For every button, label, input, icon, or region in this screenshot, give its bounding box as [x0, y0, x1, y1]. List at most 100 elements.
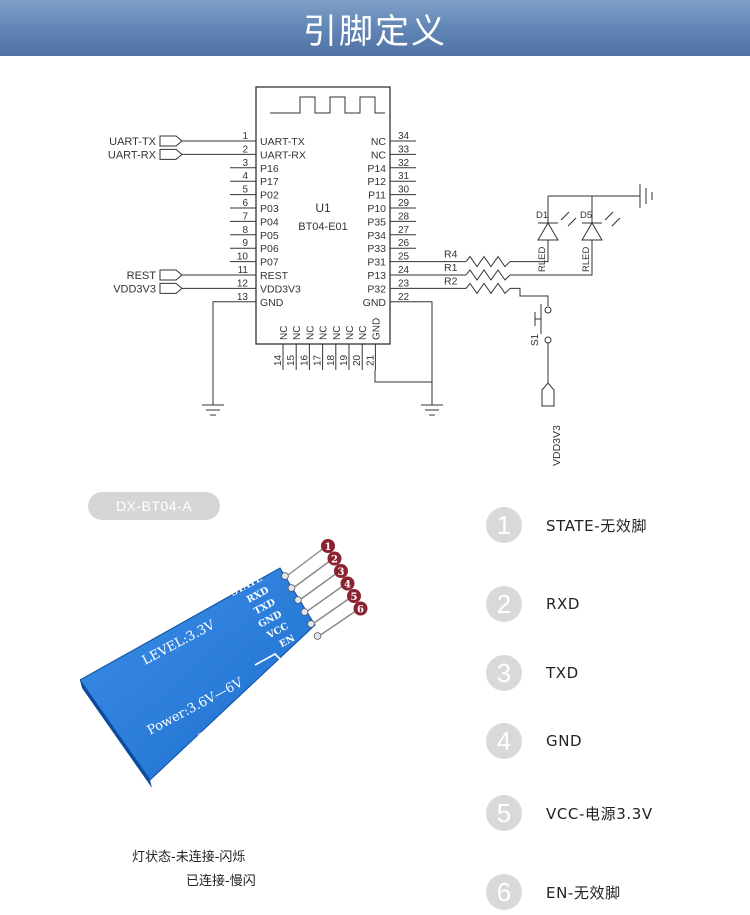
header-pin: [307, 620, 315, 628]
bottom-pin-name: NC: [292, 326, 303, 340]
net-label: VDD3V3: [113, 283, 156, 295]
right-pin-number: 29: [398, 198, 410, 209]
pin-marker-number: 2: [331, 555, 338, 566]
pin-number-badge: 4: [486, 723, 522, 759]
gnd-wire-right: [416, 301, 433, 405]
right-pin-number: 27: [398, 225, 410, 236]
net-port: [159, 282, 183, 294]
net-label: UART-TX: [109, 136, 157, 148]
wire-r4: [510, 258, 549, 263]
right-pin-name: P34: [367, 230, 386, 242]
chip-ref: U1: [315, 201, 331, 215]
led-symbol: [581, 196, 603, 258]
right-pin-name: P11: [368, 190, 386, 202]
net-port: [159, 269, 183, 281]
led-status-line2: 已连接-慢闪: [186, 874, 256, 889]
left-pin-number: 2: [242, 144, 248, 155]
right-pin-name: P32: [367, 283, 386, 295]
left-pin-number: 13: [237, 292, 249, 303]
left-pin-number: 7: [242, 211, 248, 222]
pin-lead: [300, 572, 338, 600]
left-pin-name: P17: [260, 176, 279, 188]
left-pin-name: REST: [260, 270, 289, 282]
left-pin-number: 3: [242, 158, 248, 169]
right-pin-name: P13: [367, 270, 386, 282]
right-pin-number: 28: [398, 211, 410, 222]
pin-marker: [347, 589, 361, 603]
pcb-board: [80, 567, 316, 781]
pin-lead: [294, 559, 331, 588]
left-pin-name: VDD3V3: [260, 283, 301, 295]
pin-lead: [287, 547, 325, 576]
led-label: RLED: [537, 247, 548, 272]
left-pin-number: 4: [242, 171, 248, 182]
left-pin-name: P06: [260, 243, 279, 255]
right-pin-name: NC: [371, 136, 387, 148]
header-pin: [313, 632, 322, 640]
right-pin-name: P33: [367, 243, 386, 255]
wire-r2: [510, 287, 549, 306]
bottom-pin-name: NC: [279, 326, 290, 340]
net-label: REST: [127, 270, 157, 282]
bottom-pin-number: 15: [286, 354, 297, 366]
ground-symbol-led: [639, 184, 653, 208]
pin-marker-number: 4: [344, 580, 351, 591]
switch-contact: [544, 336, 552, 344]
left-pin-number: 6: [242, 198, 248, 209]
pin-marker: [327, 551, 342, 566]
left-pin-name: P03: [260, 203, 279, 215]
bottom-pin-name: NC: [319, 326, 330, 340]
pcb-arrow: [254, 653, 286, 666]
header-pin: [294, 596, 302, 604]
left-pin-name: UART-TX: [260, 136, 305, 148]
module-photo: 1STATE2RXD3TXD4GND5VCC6ENLEVEL:3.3VPower…: [80, 539, 368, 788]
bottom-pin-number: 19: [339, 354, 350, 366]
left-pin-name: P02: [260, 190, 279, 202]
ground-symbol-right: [421, 404, 443, 416]
right-pin-name: GND: [363, 297, 387, 309]
right-pin-name: P35: [367, 216, 386, 228]
left-pin-name: P07: [260, 257, 279, 269]
resistor-label: R4: [444, 249, 458, 261]
resistor-zigzag: [465, 255, 511, 268]
net-port: [159, 148, 183, 160]
chip-waveform: [270, 96, 385, 114]
switch-net: VDD3V3: [551, 425, 563, 466]
led-light-arrows: [560, 211, 577, 227]
right-pin-number: 24: [398, 265, 410, 276]
pin-number-badge: 6: [486, 874, 522, 910]
left-pin-number: 1: [242, 131, 248, 142]
left-pin-number: 12: [237, 278, 249, 289]
led-light-arrows: [604, 211, 621, 227]
chip-model: BT04-E01: [298, 221, 348, 233]
header-pin: [300, 608, 309, 616]
gnd-wire-left: [212, 301, 230, 405]
resistor-zigzag: [465, 269, 511, 281]
left-pin-name: UART-RX: [260, 149, 306, 161]
right-pin-number: 32: [398, 158, 410, 169]
bottom-pin-name: NC: [358, 326, 369, 340]
right-pin-number: 33: [398, 144, 410, 155]
right-pin-name: P14: [367, 163, 386, 175]
left-pin-name: P05: [260, 230, 279, 242]
bottom-pin-name: NC: [305, 326, 316, 340]
pin-lead: [307, 584, 344, 612]
page-title: 引脚定义: [303, 12, 447, 52]
bottom-pin-number: 16: [299, 354, 310, 366]
switch-contact: [544, 306, 552, 314]
pin-lead: [313, 597, 351, 624]
switch-lever: [534, 304, 542, 334]
switch-ref: S1: [530, 333, 541, 346]
right-pin-name: P31: [367, 257, 386, 269]
bottom-pin-number: 17: [313, 354, 324, 366]
led-label: RLED: [581, 247, 592, 272]
title-banner: 引脚定义: [0, 0, 750, 56]
header-pin: [287, 584, 296, 592]
pin-number-badge: 3: [486, 655, 522, 691]
left-pin-number: 9: [242, 238, 248, 249]
pin-marker-number: 5: [351, 592, 358, 603]
right-pin-name: P12: [367, 176, 386, 188]
right-pin-number: 26: [398, 238, 410, 249]
